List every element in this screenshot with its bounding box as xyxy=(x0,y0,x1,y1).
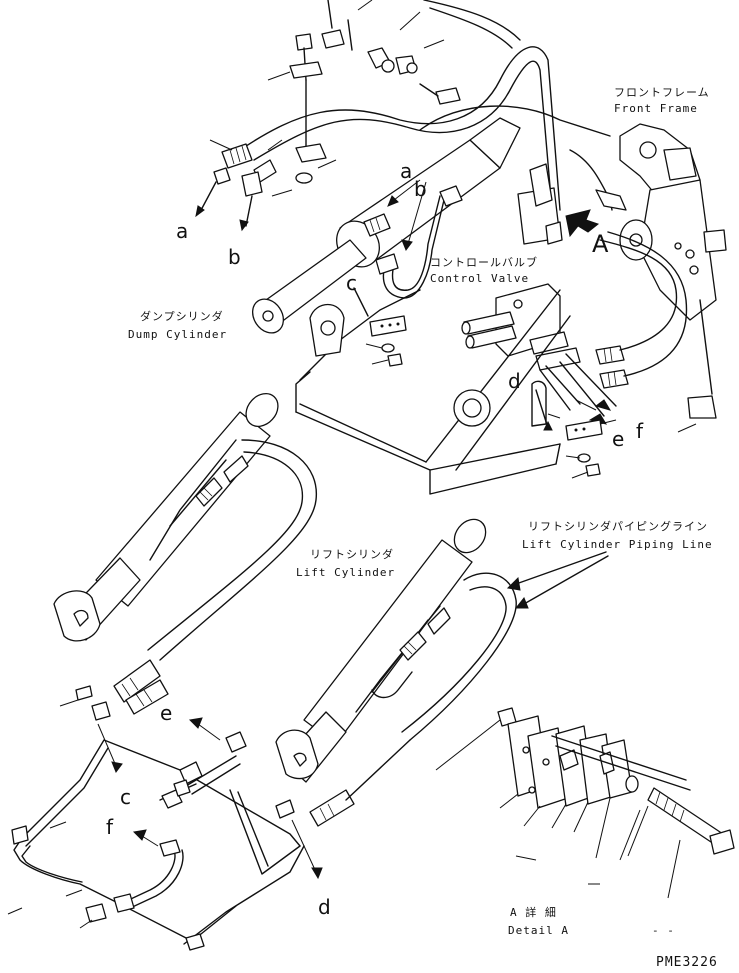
hose-fitting-b xyxy=(239,159,277,232)
dump-cylinder-label-jp: ダンプシリンダ xyxy=(140,309,224,323)
dump-cylinder-label-en: Dump Cylinder xyxy=(128,328,227,341)
lift-cylinder-label-en: Lift Cylinder xyxy=(296,566,395,579)
callout-a-left: a xyxy=(176,219,188,243)
callout-b-top: b xyxy=(414,177,427,201)
front-frame xyxy=(419,105,727,433)
top-clamp-hardware xyxy=(267,0,461,184)
detail-a-label-jp: A 詳 細 xyxy=(510,905,557,919)
lift-piping-label-jp: リフトシリンダパイピングライン xyxy=(528,519,708,533)
callout-f-top: f xyxy=(636,419,644,443)
front-frame-label-jp: フロントフレーム xyxy=(614,86,710,99)
callout-c-bottom: c xyxy=(120,785,131,809)
callout-a-top: a xyxy=(400,159,412,183)
lift-cylinder-right xyxy=(275,518,517,827)
callout-view-a: A xyxy=(592,230,609,258)
callout-f-bottom: f xyxy=(106,815,114,839)
chassis-frame xyxy=(295,287,617,495)
lift-piping-label-en: Lift Cylinder Piping Line xyxy=(522,538,713,551)
callout-e-bottom: e xyxy=(160,701,172,725)
text-labels: フロントフレーム Front Frame コントロールバルブ Control V… xyxy=(106,86,718,970)
callout-e-top: e xyxy=(612,427,624,451)
callout-arrows xyxy=(387,179,609,609)
callout-b-left: b xyxy=(228,245,241,269)
callout-c-top: c xyxy=(346,271,357,295)
control-valve xyxy=(375,163,600,299)
piping-lines xyxy=(7,685,323,951)
dump-cylinder xyxy=(251,117,521,334)
callout-d-top: d xyxy=(508,369,521,393)
lift-cylinder-left xyxy=(53,393,318,715)
front-frame-label-en: Front Frame xyxy=(614,102,698,115)
drawing-code: PME3226 xyxy=(656,955,718,970)
lift-cylinder-label-jp: リフトシリンダ xyxy=(310,547,394,561)
detail-a-assembly xyxy=(435,707,735,899)
callout-d-bottom: d xyxy=(318,895,331,919)
control-valve-label-en: Control Valve xyxy=(430,272,529,285)
hose-fitting-a xyxy=(195,143,253,218)
upper-hoses xyxy=(195,0,561,232)
detail-a-label-en: Detail A xyxy=(508,924,569,937)
detail-a-dash: - - xyxy=(652,924,675,937)
valve-block xyxy=(461,231,688,425)
control-valve-label-jp: コントロールバルブ xyxy=(430,255,538,269)
